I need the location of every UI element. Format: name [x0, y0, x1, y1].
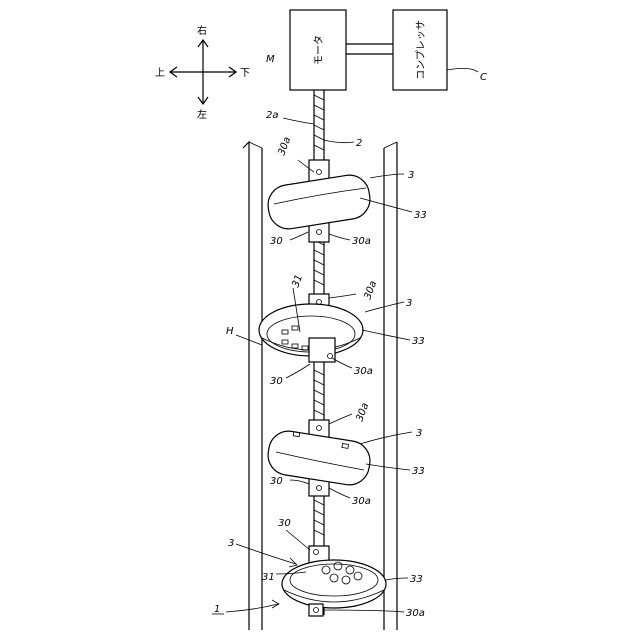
unit3-ref-30a-top: 30a [354, 402, 371, 423]
shaft-ref-2: 2 [356, 138, 362, 149]
direction-up-label: 上 [155, 67, 165, 79]
unit3-ref-30: 30 [270, 476, 283, 487]
unit1-ref-30a-top: 30a [276, 136, 293, 157]
unit1-ref-3: 3 [408, 170, 414, 181]
unit4-ref-30a: 30a [406, 608, 425, 619]
unit2-ref-30a-top: 30a [362, 280, 379, 301]
pipe-ref-H: H [226, 326, 234, 337]
unit2-ref-33: 33 [412, 336, 425, 347]
unit1-ref-33: 33 [414, 210, 427, 221]
device-ref-1: 1 [214, 604, 220, 615]
direction-indicator: 右 左 上 下 [155, 24, 250, 121]
motor-compressor-coupling [346, 44, 393, 54]
motor-ref-M: M [266, 54, 275, 65]
compressor-box: コンプレッサ [393, 10, 447, 90]
direction-left-label: 左 [197, 108, 207, 121]
unit2-ref-30: 30 [270, 376, 283, 387]
unit3-ref-3: 3 [416, 428, 422, 439]
unit1-ref-30: 30 [270, 236, 283, 247]
cleaning-unit-2 [259, 294, 363, 362]
motor-box: モータ [290, 10, 346, 90]
compressor-label: コンプレッサ [415, 20, 427, 80]
unit3-ref-30a-bottom: 30a [352, 496, 371, 507]
unit4-ref-30: 30 [278, 518, 291, 529]
unit2-ref-3: 3 [406, 298, 412, 309]
unit2-ref-30a-bottom: 30a [354, 366, 373, 377]
direction-right-label: 右 [197, 24, 207, 37]
unit4-ref-33: 33 [410, 574, 423, 585]
shaft-ref-2a: 2a [266, 110, 279, 121]
direction-down-label: 下 [240, 68, 250, 79]
cleaning-unit-1 [265, 160, 373, 242]
unit4-ref-3: 3 [228, 538, 234, 549]
unit3-ref-33: 33 [412, 466, 425, 477]
unit4-ref-31: 31 [262, 572, 275, 583]
cleaning-unit-4 [282, 546, 386, 608]
compressor-ref-C: C [480, 72, 487, 83]
motor-label: モータ [313, 35, 325, 65]
unit2-ref-31: 31 [290, 273, 305, 289]
unit1-ref-30a-bottom: 30a [352, 236, 371, 247]
